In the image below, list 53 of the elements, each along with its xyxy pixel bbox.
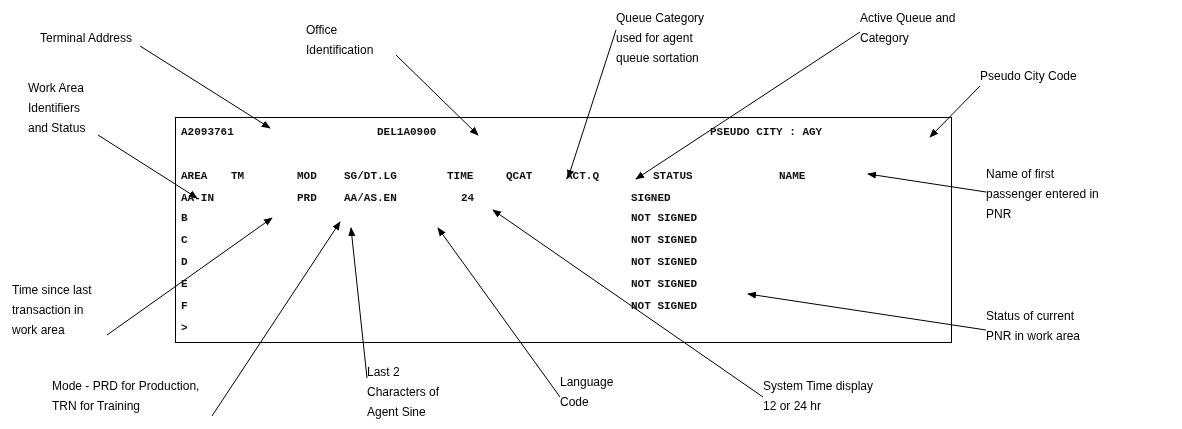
callout-label: Mode - PRD for Production, TRN for Training xyxy=(52,376,212,416)
leader-line xyxy=(929,85,981,138)
leader-line xyxy=(492,209,764,398)
screen-text: QCAT xyxy=(506,170,533,183)
terminal-screen xyxy=(175,117,952,343)
screen-text: TIME xyxy=(447,170,474,183)
screen-text: E xyxy=(181,278,188,291)
screen-text: NOT SIGNED xyxy=(631,234,697,247)
screen-text: PRD xyxy=(297,192,317,205)
screen-text: B xyxy=(181,212,188,225)
leader-line xyxy=(747,291,987,331)
screen-text: DEL1A0900 xyxy=(377,126,437,139)
callout-label: Last 2 Characters of Agent Sine xyxy=(367,362,452,422)
callout-label: Time since last transaction in work area xyxy=(12,280,107,340)
screen-text: SG/DT.LG xyxy=(344,170,397,183)
leader-line xyxy=(348,227,368,379)
leader-line xyxy=(867,171,987,193)
screen-text: STATUS xyxy=(653,170,693,183)
leader-line xyxy=(139,45,271,129)
callout-label: Name of first passenger entered in PNR xyxy=(986,164,1106,224)
callout-label: Terminal Address xyxy=(40,28,140,48)
screen-text: NOT SIGNED xyxy=(631,256,697,269)
screen-text: ACT.Q xyxy=(566,170,599,183)
callout-label: System Time display 12 or 24 hr xyxy=(763,376,878,416)
screen-text: NAME xyxy=(779,170,806,183)
leader-line xyxy=(211,221,341,417)
callout-label: Office Identification xyxy=(306,20,396,60)
screen-text: SIGNED xyxy=(631,192,671,205)
screen-text: AREA xyxy=(181,170,208,183)
screen-text: NOT SIGNED xyxy=(631,212,697,225)
leader-line xyxy=(395,54,479,136)
callout-label: Queue Category used for agent queue sortation xyxy=(616,8,711,68)
callout-label: Work Area Identifiers and Status xyxy=(28,78,98,138)
callout-label: Pseudo City Code xyxy=(980,66,1080,86)
screen-text: F xyxy=(181,300,188,313)
screen-text: PSEUDO CITY : AGY xyxy=(710,126,823,139)
screen-text: NOT SIGNED xyxy=(631,278,697,291)
screen-text: A2093761 xyxy=(181,126,234,139)
leader-line xyxy=(97,134,198,199)
screen-text: D xyxy=(181,256,188,269)
leader-line xyxy=(635,31,861,180)
callout-label: Active Queue and Category xyxy=(860,8,965,48)
screen-text: NOT SIGNED xyxy=(631,300,697,313)
screen-text: > xyxy=(181,322,188,335)
callout-label: Status of current PNR in work area xyxy=(986,306,1096,346)
screen-text: AA/AS.EN xyxy=(344,192,397,205)
screen-text: C xyxy=(181,234,188,247)
screen-text: 24 xyxy=(461,192,475,205)
screen-text: MOD xyxy=(297,170,317,183)
leader-line xyxy=(437,227,561,398)
leader-line xyxy=(106,217,273,336)
callout-label: Language Code xyxy=(560,372,645,412)
screen-text: TM xyxy=(231,170,245,183)
